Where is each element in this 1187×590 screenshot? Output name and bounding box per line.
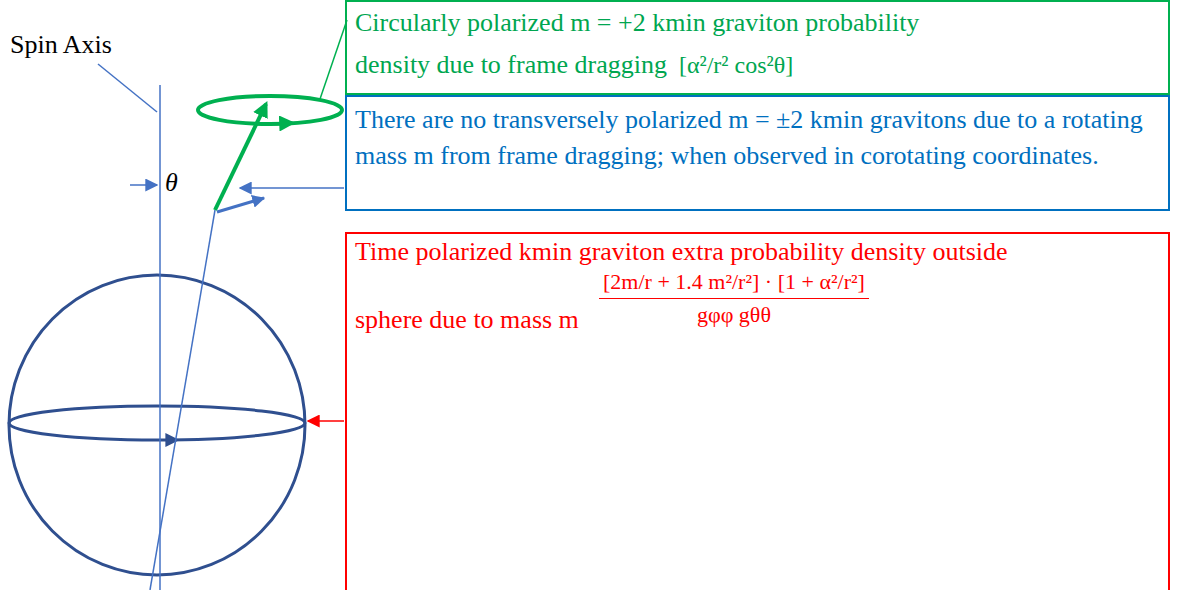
formula-denominator: gφφ gθθ	[697, 299, 771, 328]
axis-label: Spin Axis	[10, 30, 112, 60]
formula: [α²/r² cos²θ]	[679, 44, 793, 86]
leader-arrow	[308, 420, 344, 422]
formula-numerator: [2m/r + 1.4 m²/r²] · [1 + α²/r²]	[599, 269, 869, 299]
leader-line	[320, 20, 347, 99]
body-text: There are no transversely polarized m = …	[355, 105, 1143, 170]
sphere-outline	[9, 275, 305, 575]
text-flow: There are no transversely polarized m = …	[355, 102, 1164, 174]
callout-box: Time polarized kmin graviton extra proba…	[345, 232, 1170, 590]
transverse-arrow	[217, 198, 264, 212]
radius-line	[150, 210, 215, 590]
polarization-arrow	[268, 123, 292, 124]
text-flow: Circularly polarized m = +2 kmin gravito…	[355, 2, 973, 86]
body-text: Circularly polarized m = +2 kmin gravito…	[355, 8, 919, 79]
angle-symbol: θ	[165, 168, 178, 198]
leader-arrow	[240, 187, 344, 189]
formula: [2m/r + 1.4 m²/r²] · [1 + α²/r²]gφφ gθθ	[599, 269, 869, 328]
rotation-arrow	[148, 439, 178, 441]
leader-line	[98, 64, 157, 112]
angle-arrow	[130, 184, 157, 186]
polarization-circle	[198, 96, 342, 124]
callout-box: Circularly polarized m = +2 kmin gravito…	[345, 0, 1170, 95]
spin-axis	[159, 85, 161, 590]
equator	[9, 406, 305, 440]
callout-box: There are no transversely polarized m = …	[345, 95, 1170, 211]
